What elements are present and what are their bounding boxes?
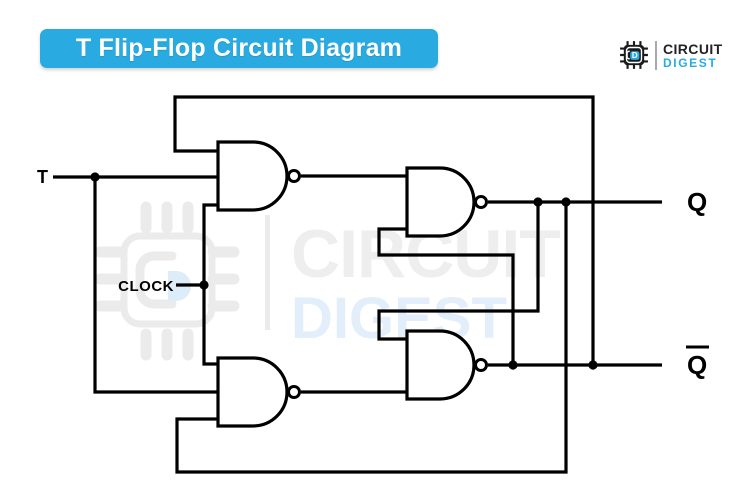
nand-gate-2 — [216, 356, 289, 428]
bubble-gate-1 — [287, 169, 301, 183]
circuitdigest-chip-icon: D — [620, 41, 648, 69]
logo-text: CIRCUIT DIGEST — [663, 42, 723, 69]
wire-t-branch — [93, 177, 218, 394]
brand-name-circuit: CIRCUIT — [663, 40, 723, 57]
title-banner: T Flip-Flop Circuit Diagram — [40, 29, 438, 68]
bubble-gate-2 — [287, 385, 301, 399]
watermark-chip-icon — [94, 201, 240, 361]
nand-gate-4 — [405, 329, 476, 401]
chip-monogram: D — [632, 51, 638, 60]
bubble-gate-3 — [474, 195, 488, 209]
junction-dots — [90, 172, 598, 370]
label-clock-input: CLOCK — [118, 278, 174, 295]
page-title: T Flip-Flop Circuit Diagram — [75, 34, 403, 62]
label-qbar-output: Q — [686, 345, 709, 380]
wire-feedback-bottom — [175, 202, 568, 474]
wire-q-crosscouple — [377, 202, 540, 341]
label-t-input: T — [37, 167, 48, 187]
logo-divider — [655, 40, 657, 70]
nand-gate-1 — [216, 140, 289, 212]
brand-name-digest: DIGEST — [663, 55, 718, 70]
label-q-output: Q — [687, 187, 707, 217]
nand-gate-3 — [405, 166, 476, 238]
wires — [53, 95, 662, 474]
inverter-bubbles — [287, 169, 488, 399]
wire-feedback-top — [173, 95, 595, 365]
bubble-gate-4 — [474, 358, 488, 372]
watermark-divider — [265, 215, 270, 330]
label-qbar-base: Q — [687, 350, 707, 380]
wire-qbar-crosscouple — [377, 227, 515, 365]
circuitdigest-logo: D CIRCUIT DIGEST — [619, 40, 723, 70]
